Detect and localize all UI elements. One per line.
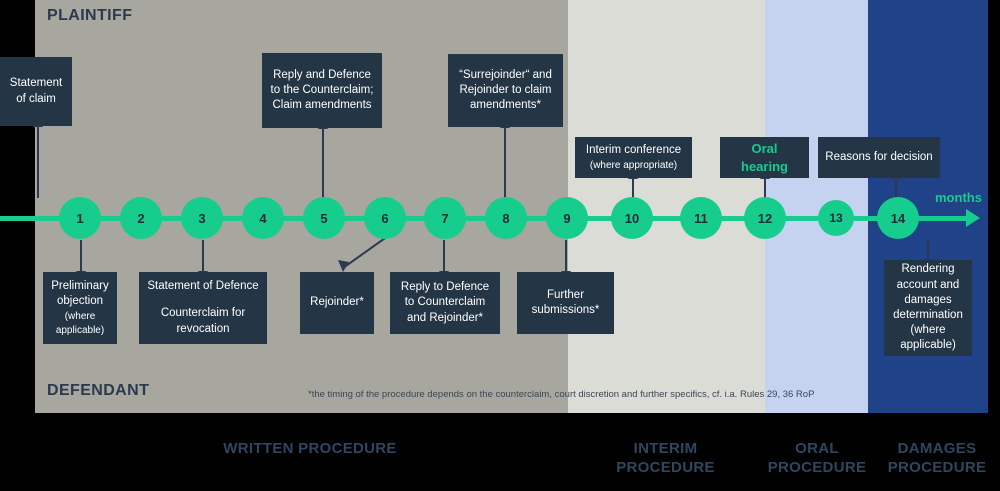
box-preliminary-objection-note: (where applicable) bbox=[55, 311, 105, 336]
box-preliminary-objection-title: Preliminary objection bbox=[51, 280, 109, 308]
connector-surrejoinder bbox=[500, 120, 510, 198]
connector-reasons-for-decision bbox=[891, 171, 901, 198]
timeline-node-10[interactable]: 10 bbox=[611, 197, 653, 239]
timeline-arrow-icon bbox=[966, 209, 980, 227]
timeline-node-2[interactable]: 2 bbox=[120, 197, 162, 239]
box-reply-defence-counterclaim-text: Reply and Defence to the Counterclaim; C… bbox=[270, 68, 374, 112]
timeline-node-14[interactable]: 14 bbox=[877, 197, 919, 239]
box-statement-of-defence-title: Statement of Defence bbox=[147, 280, 259, 293]
box-oral-hearing-text: Oral hearing bbox=[741, 141, 788, 174]
box-rejoinder-text: Rejoinder* bbox=[310, 296, 364, 309]
box-rendering-account-text: Rendering account and damages determinat… bbox=[893, 263, 963, 352]
connector-rejoinder-diagonal bbox=[338, 235, 389, 272]
connector-reply-defence bbox=[318, 121, 328, 198]
box-reply-defence-counterclaim[interactable]: Reply and Defence to the Counterclaim; C… bbox=[262, 53, 382, 128]
connector-statement-of-claim bbox=[33, 119, 43, 198]
box-preliminary-objection[interactable]: Preliminary objection (where applicable) bbox=[43, 272, 117, 344]
timeline-node-8[interactable]: 8 bbox=[485, 197, 527, 239]
box-rendering-account[interactable]: Rendering account and damages determinat… bbox=[884, 260, 972, 356]
timeline-node-9[interactable]: 9 bbox=[546, 197, 588, 239]
timeline-node-1[interactable]: 1 bbox=[59, 197, 101, 239]
box-statement-of-claim[interactable]: Statement of claim bbox=[0, 57, 72, 126]
connector-rendering-account bbox=[923, 240, 933, 267]
connector-interim-conference bbox=[628, 171, 638, 198]
timeline-node-6[interactable]: 6 bbox=[364, 197, 406, 239]
connector-further-submissions bbox=[561, 240, 571, 279]
timeline-node-5[interactable]: 5 bbox=[303, 197, 345, 239]
box-reply-to-defence-text: Reply to Defence to Counterclaim and Rej… bbox=[400, 281, 490, 324]
box-rejoinder[interactable]: Rejoinder* bbox=[300, 272, 374, 334]
phase-label-oral: ORAL PROCEDURE bbox=[767, 440, 867, 476]
timeline-node-12[interactable]: 12 bbox=[744, 197, 786, 239]
months-label: months bbox=[935, 190, 982, 205]
box-reply-to-defence[interactable]: Reply to Defence to Counterclaim and Rej… bbox=[390, 272, 500, 334]
box-interim-conference-note: (where appropriate) bbox=[589, 159, 678, 171]
phase-label-damages: DAMAGES PROCEDURE bbox=[887, 440, 987, 476]
plaintiff-label: PLAINTIFF bbox=[47, 7, 133, 24]
connector-oral-hearing bbox=[760, 171, 770, 198]
box-reasons-for-decision-text: Reasons for decision bbox=[825, 150, 933, 163]
box-surrejoinder-rejoinder[interactable]: “Surrejoinder“ and Rejoinder to claim am… bbox=[448, 54, 563, 127]
band-interim-procedure bbox=[568, 0, 765, 413]
connector-reply-to-defence bbox=[439, 240, 449, 279]
box-further-submissions-text: Further submissions* bbox=[531, 288, 600, 316]
phase-label-written: WRITTEN PROCEDURE bbox=[223, 440, 397, 457]
box-reasons-for-decision[interactable]: Reasons for decision bbox=[818, 137, 940, 178]
timeline-node-11[interactable]: 11 bbox=[680, 197, 722, 239]
phase-label-interim: INTERIM PROCEDURE bbox=[616, 440, 715, 476]
box-statement-of-claim-text: Statement of claim bbox=[9, 77, 63, 105]
timeline-node-4[interactable]: 4 bbox=[242, 197, 284, 239]
box-interim-conference-title: Interim conference bbox=[585, 143, 682, 156]
connector-preliminary-objection bbox=[76, 240, 86, 279]
box-oral-hearing[interactable]: Oral hearing bbox=[720, 137, 809, 178]
defendant-label: DEFENDANT bbox=[47, 382, 150, 399]
box-interim-conference[interactable]: Interim conference (where appropriate) bbox=[575, 137, 692, 178]
box-surrejoinder-rejoinder-text: “Surrejoinder“ and Rejoinder to claim am… bbox=[459, 68, 552, 112]
box-statement-of-defence[interactable]: Statement of Defence Counterclaim for re… bbox=[139, 272, 267, 344]
timeline-node-3[interactable]: 3 bbox=[181, 197, 223, 239]
timeline-node-13[interactable]: 13 bbox=[818, 200, 854, 236]
box-further-submissions[interactable]: Further submissions* bbox=[517, 272, 614, 334]
box-statement-of-defence-note: Counterclaim for revocation bbox=[160, 307, 246, 335]
footnote-text: *the timing of the procedure depends on … bbox=[308, 389, 815, 400]
connector-statement-of-defence bbox=[198, 240, 208, 279]
timeline-node-7[interactable]: 7 bbox=[424, 197, 466, 239]
